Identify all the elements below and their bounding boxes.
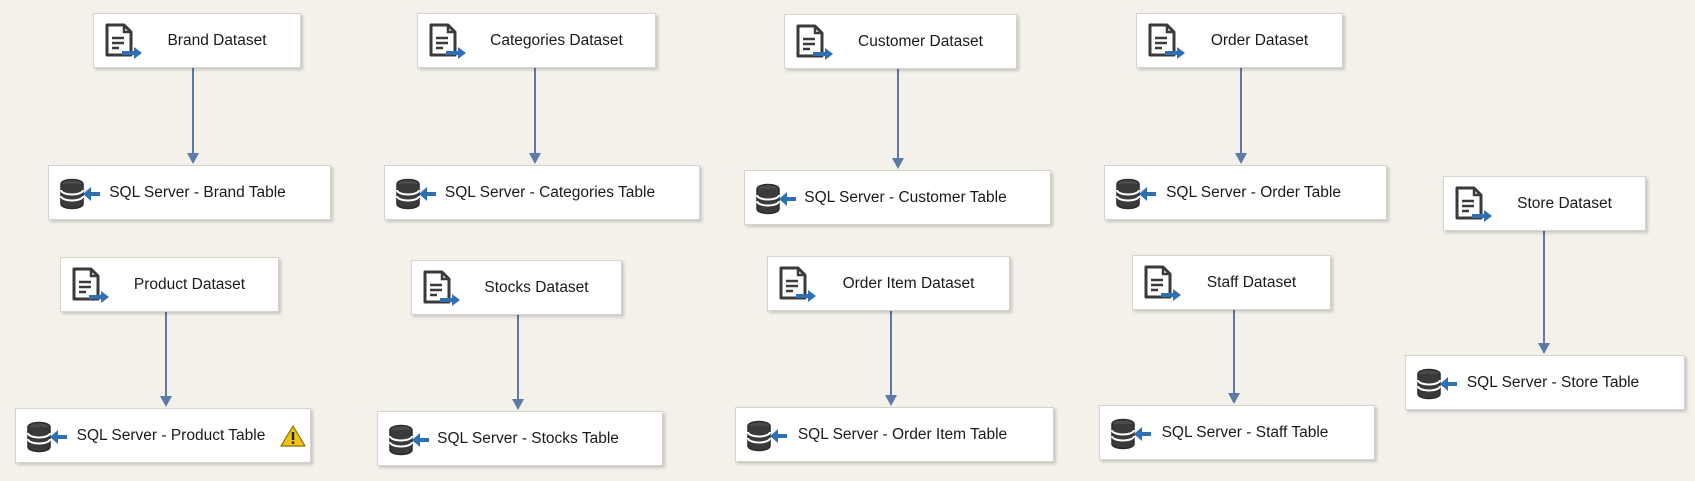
product-dataset-source[interactable]: Product Dataset	[60, 257, 279, 312]
stocks-sql-server-destination[interactable]: SQL Server - Stocks Table	[377, 411, 663, 466]
connector-arrow[interactable]	[1235, 68, 1247, 164]
staff-sql-server-destination[interactable]: SQL Server - Staff Table	[1099, 405, 1375, 460]
source-label: Product Dataset	[133, 275, 246, 293]
flat-file-source-icon	[1454, 186, 1494, 224]
flat-file-source-icon	[1147, 23, 1187, 61]
warning-icon[interactable]	[280, 424, 306, 448]
connector-arrow[interactable]	[1538, 231, 1550, 354]
destination-label: SQL Server - Order Item Table	[797, 425, 1008, 443]
sql-server-destination-icon	[746, 417, 787, 455]
connector-arrow[interactable]	[160, 312, 172, 407]
source-label: Brand Dataset	[167, 31, 267, 49]
brand-dataset-source[interactable]: Brand Dataset	[93, 13, 301, 68]
store-sql-server-destination[interactable]: SQL Server - Store Table	[1405, 355, 1685, 410]
source-label: Staff Dataset	[1206, 273, 1297, 291]
connector-arrow[interactable]	[187, 68, 199, 164]
flat-file-source-icon	[71, 267, 111, 305]
destination-label: SQL Server - Customer Table	[804, 188, 1007, 206]
order-item-dataset-source[interactable]: Order Item Dataset	[767, 256, 1010, 311]
destination-label: SQL Server - Store Table	[1466, 373, 1640, 391]
staff-dataset-source[interactable]: Staff Dataset	[1132, 255, 1331, 310]
sql-server-destination-icon	[395, 175, 436, 213]
sql-server-destination-icon	[755, 180, 796, 218]
source-label: Order Dataset	[1210, 31, 1309, 49]
sql-server-destination-icon	[1115, 175, 1156, 213]
destination-label: SQL Server - Product Table	[76, 426, 266, 444]
categories-sql-server-destination[interactable]: SQL Server - Categories Table	[384, 165, 700, 220]
order-dataset-source[interactable]: Order Dataset	[1136, 13, 1343, 68]
connector-arrow[interactable]	[892, 69, 904, 169]
flat-file-source-icon	[1143, 265, 1183, 303]
connector-arrow[interactable]	[529, 68, 541, 164]
destination-label: SQL Server - Brand Table	[109, 183, 286, 201]
destination-label: SQL Server - Order Table	[1166, 183, 1341, 201]
source-label: Order Item Dataset	[842, 274, 975, 292]
customer-dataset-source[interactable]: Customer Dataset	[784, 14, 1017, 69]
flat-file-source-icon	[428, 23, 468, 61]
source-label: Categories Dataset	[490, 31, 623, 49]
connector-arrow[interactable]	[885, 311, 897, 406]
order-sql-server-destination[interactable]: SQL Server - Order Table	[1104, 165, 1387, 220]
flat-file-source-icon	[778, 266, 818, 304]
stocks-dataset-source[interactable]: Stocks Dataset	[411, 260, 622, 315]
sql-server-destination-icon	[388, 421, 429, 459]
brand-sql-server-destination[interactable]: SQL Server - Brand Table	[48, 165, 331, 220]
flat-file-source-icon	[422, 270, 462, 308]
connector-arrow[interactable]	[1228, 310, 1240, 404]
flat-file-source-icon	[104, 23, 144, 61]
sql-server-destination-icon	[1416, 365, 1457, 403]
sql-server-destination-icon	[1110, 415, 1151, 453]
order-item-sql-server-destination[interactable]: SQL Server - Order Item Table	[735, 407, 1054, 462]
source-label: Stocks Dataset	[484, 278, 589, 296]
connector-arrow[interactable]	[512, 315, 524, 410]
destination-label: SQL Server - Categories Table	[444, 183, 656, 201]
destination-label: SQL Server - Staff Table	[1161, 423, 1329, 441]
source-label: Store Dataset	[1517, 194, 1612, 212]
store-dataset-source[interactable]: Store Dataset	[1443, 176, 1646, 231]
flat-file-source-icon	[795, 24, 835, 62]
source-label: Customer Dataset	[858, 32, 983, 50]
product-sql-server-destination[interactable]: SQL Server - Product Table	[15, 408, 311, 463]
customer-sql-server-destination[interactable]: SQL Server - Customer Table	[744, 170, 1051, 225]
sql-server-destination-icon	[59, 175, 100, 213]
destination-label: SQL Server - Stocks Table	[437, 429, 619, 447]
sql-server-destination-icon	[26, 418, 67, 456]
categories-dataset-source[interactable]: Categories Dataset	[417, 13, 656, 68]
